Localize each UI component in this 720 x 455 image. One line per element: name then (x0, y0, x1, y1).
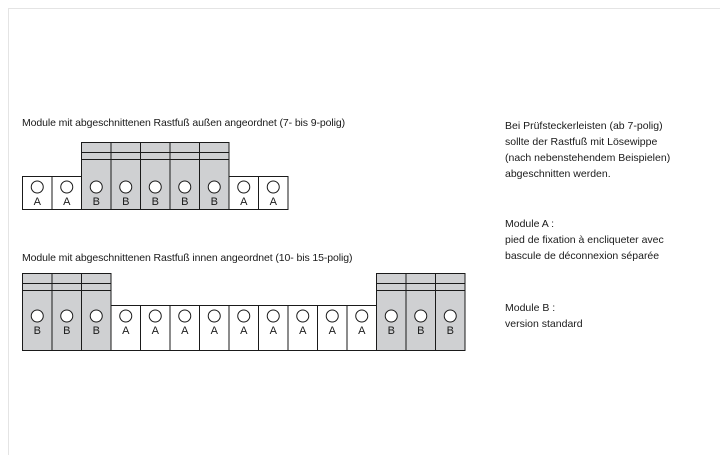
german-note: Bei Prüfsteckerleisten (ab 7-polig) soll… (505, 118, 705, 182)
terminal-circle (325, 309, 339, 323)
german-note-line: sollte der Rastfuß mit Lösewippe (505, 136, 658, 148)
diagram2-module-b: B (435, 273, 466, 351)
module-letter: B (93, 325, 100, 337)
terminal-circle (207, 309, 221, 323)
module-letter: A (299, 325, 307, 337)
terminal-circle (30, 309, 44, 323)
diagram2-module-a: A (317, 305, 348, 351)
module-letter: A (270, 196, 278, 208)
terminal-circle (296, 309, 310, 323)
diagram1-module-b: B (140, 142, 171, 210)
diagram1-module-b: B (169, 142, 200, 210)
module-body (169, 142, 200, 210)
page-frame (8, 8, 720, 455)
diagram1-module-a: A (228, 176, 259, 210)
diagram1-module-a: A (51, 176, 82, 210)
module-letter: A (34, 196, 42, 208)
diagram1-module-b: B (110, 142, 141, 210)
terminal-circle (119, 309, 133, 323)
diagram2-module-a: A (258, 305, 289, 351)
module-letter: A (270, 325, 278, 337)
diagram2-module-a: A (346, 305, 377, 351)
module-b-title: Module B : (505, 302, 556, 314)
module-body (199, 142, 230, 210)
terminal-circle (60, 309, 74, 323)
terminal-circle (60, 180, 74, 194)
terminal-circle (266, 309, 280, 323)
diagram1-caption: Module mit abgeschnittenen Rastfuß außen… (22, 117, 345, 129)
terminal-circle (178, 309, 192, 323)
module-a-note: Module A : pied de fixation à encliquete… (505, 216, 705, 264)
module-letter: A (211, 325, 219, 337)
diagram2-module-a: A (140, 305, 171, 351)
german-note-line: abgeschnitten werden. (505, 168, 611, 180)
module-letter: B (447, 325, 454, 337)
diagram2-module-a: A (110, 305, 141, 351)
diagram1-module-b: B (81, 142, 112, 210)
module-letter: B (388, 325, 395, 337)
diagram2-caption: Module mit abgeschnittenen Rastfuß innen… (22, 252, 353, 264)
module-letter: A (329, 325, 337, 337)
diagram2-module-b: B (51, 273, 82, 351)
module-letter: B (122, 196, 129, 208)
module-letter: B (417, 325, 424, 337)
module-letter: A (240, 196, 248, 208)
diagram2-module-a: A (287, 305, 318, 351)
module-letter: B (63, 325, 70, 337)
diagram1-module-a: A (258, 176, 289, 210)
module-letter: A (358, 325, 366, 337)
diagram2-module-b: B (376, 273, 407, 351)
module-a-line: bascule de déconnexion séparée (505, 250, 660, 262)
terminal-circle (148, 180, 162, 194)
module-body (140, 142, 171, 210)
terminal-circle (355, 309, 369, 323)
terminal-circle (266, 180, 280, 194)
terminal-circle (384, 309, 398, 323)
diagram2-module-a: A (228, 305, 259, 351)
german-note-line: (nach nebenstehendem Beispielen) (505, 152, 671, 164)
terminal-circle (119, 180, 133, 194)
diagram2-module-a: A (169, 305, 200, 351)
terminal-circle (443, 309, 457, 323)
diagram1-module-b: B (199, 142, 230, 210)
terminal-circle (414, 309, 428, 323)
terminal-circle (237, 309, 251, 323)
module-letter: B (181, 196, 188, 208)
terminal-circle (89, 309, 103, 323)
module-letter: A (152, 325, 160, 337)
terminal-circle (89, 180, 103, 194)
diagram1-module-a: A (22, 176, 53, 210)
module-letter: B (34, 325, 41, 337)
module-a-title: Module A : (505, 218, 555, 230)
diagram2-module-b: B (405, 273, 436, 351)
terminal-circle (148, 309, 162, 323)
module-letter: B (152, 196, 159, 208)
diagram2-module-b: B (22, 273, 53, 351)
module-letter: A (181, 325, 189, 337)
module-letter: A (122, 325, 130, 337)
terminal-circle (207, 180, 221, 194)
module-b-note: Module B : version standard (505, 300, 705, 332)
terminal-circle (178, 180, 192, 194)
diagram2-module-a: A (199, 305, 230, 351)
module-a-line: pied de fixation à encliqueter avec (505, 234, 664, 246)
module-letter: B (93, 196, 100, 208)
module-letter: A (240, 325, 248, 337)
terminal-circle (30, 180, 44, 194)
german-note-line: Bei Prüfsteckerleisten (ab 7-polig) (505, 120, 663, 132)
module-letter: B (211, 196, 218, 208)
module-b-line: version standard (505, 318, 583, 330)
diagram2-module-b: B (81, 273, 112, 351)
terminal-circle (237, 180, 251, 194)
module-letter: A (63, 196, 71, 208)
